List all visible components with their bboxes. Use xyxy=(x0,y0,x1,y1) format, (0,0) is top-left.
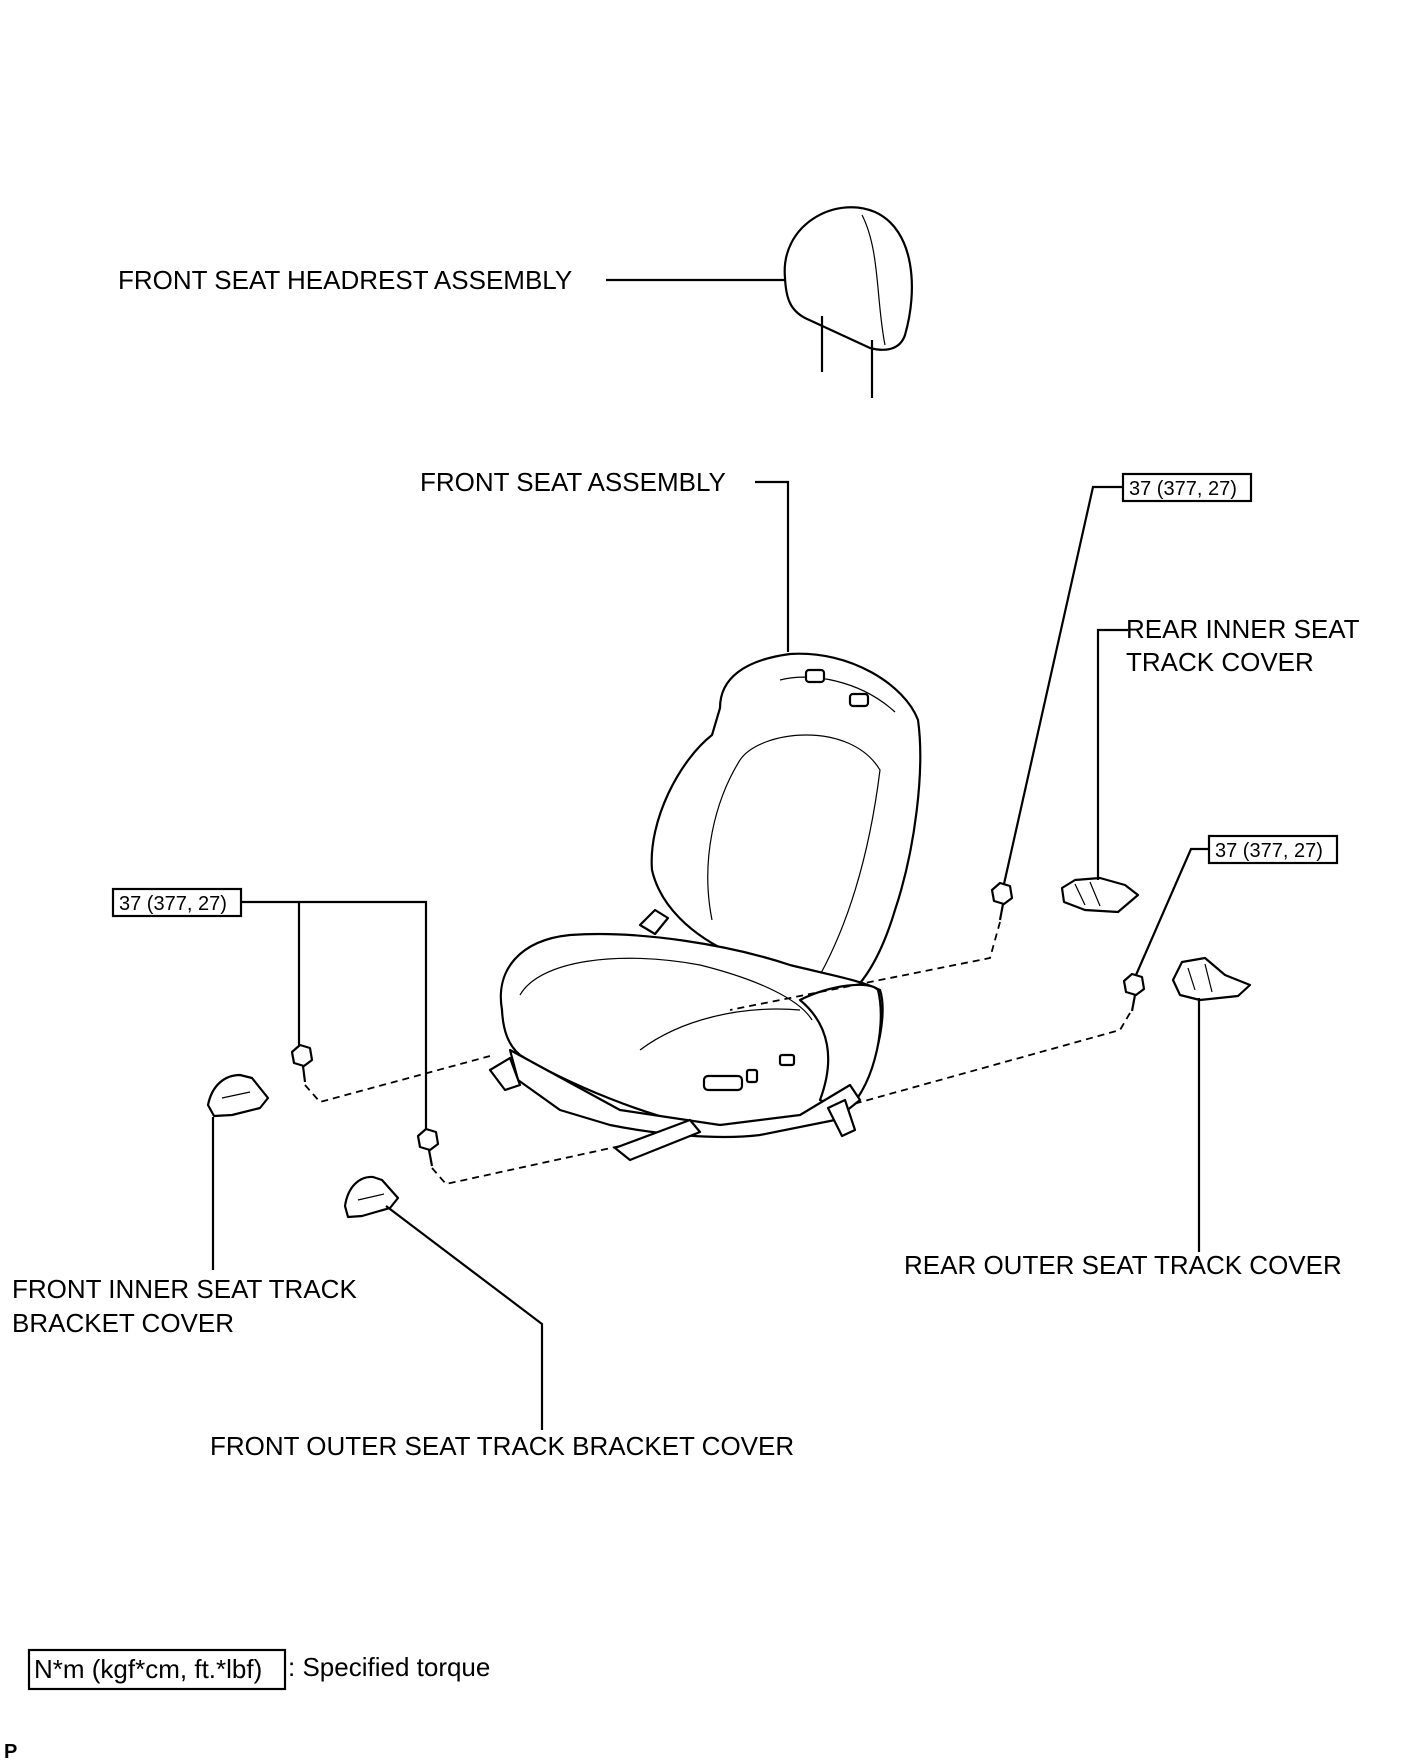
torque-legend: N*m (kgf*cm, ft.*lbf) : Specified torque xyxy=(27,1648,490,1691)
install-path-front-inner xyxy=(304,1055,491,1104)
legend-unit-box-text: N*m (kgf*cm, ft.*lbf) xyxy=(34,1654,262,1684)
torque-value-rear-inner: 37 (377, 27) xyxy=(1129,478,1237,500)
torque-value-front: 37 (377, 27) xyxy=(119,893,227,915)
front-inner-cover-illustration xyxy=(206,1073,270,1118)
front-inner-cover-label-line2: BRACKET COVER xyxy=(12,1308,234,1338)
front-outer-cover-leader xyxy=(385,1205,544,1430)
front-outer-cover-label: FRONT OUTER SEAT TRACK BRACKET COVER xyxy=(210,1431,794,1461)
rear-inner-cover-label-line1: REAR INNER SEAT xyxy=(1126,614,1360,644)
install-path-rear-inner xyxy=(729,921,1001,1011)
rear-outer-cover-illustration xyxy=(1171,956,1252,1002)
seat-illustration xyxy=(488,652,922,1162)
torque-callout-front: 37 (377, 27) xyxy=(111,887,428,1130)
torque-callout-rear-inner: 37 (377, 27) xyxy=(1002,472,1253,885)
bolt-front-inner xyxy=(290,1043,314,1083)
rear-inner-cover-illustration xyxy=(1060,876,1140,914)
install-path-front-outer xyxy=(431,1145,621,1185)
front-inner-cover-label-line1: FRONT INNER SEAT TRACK xyxy=(12,1274,357,1304)
rear-inner-cover-leader xyxy=(1096,628,1128,880)
headrest-illustration xyxy=(783,206,913,398)
front-outer-cover-illustration xyxy=(343,1175,400,1219)
install-path-rear-outer xyxy=(849,1012,1131,1106)
torque-callout-rear-outer: 37 (377, 27) xyxy=(1134,834,1339,976)
bolt-front-outer xyxy=(416,1127,440,1167)
bolt-rear-outer xyxy=(1122,972,1146,1012)
bolt-rear-inner xyxy=(990,881,1014,921)
legend-description: : Specified torque xyxy=(288,1652,490,1682)
seat-label: FRONT SEAT ASSEMBLY xyxy=(420,467,726,497)
torque-value-rear-outer: 37 (377, 27) xyxy=(1215,840,1323,862)
headrest-label: FRONT SEAT HEADREST ASSEMBLY xyxy=(118,265,572,295)
seat-leader xyxy=(755,480,790,652)
corner-mark: P xyxy=(4,1741,17,1763)
rear-inner-cover-label-line2: TRACK COVER xyxy=(1126,647,1314,677)
rear-outer-cover-label: REAR OUTER SEAT TRACK COVER xyxy=(904,1250,1342,1280)
